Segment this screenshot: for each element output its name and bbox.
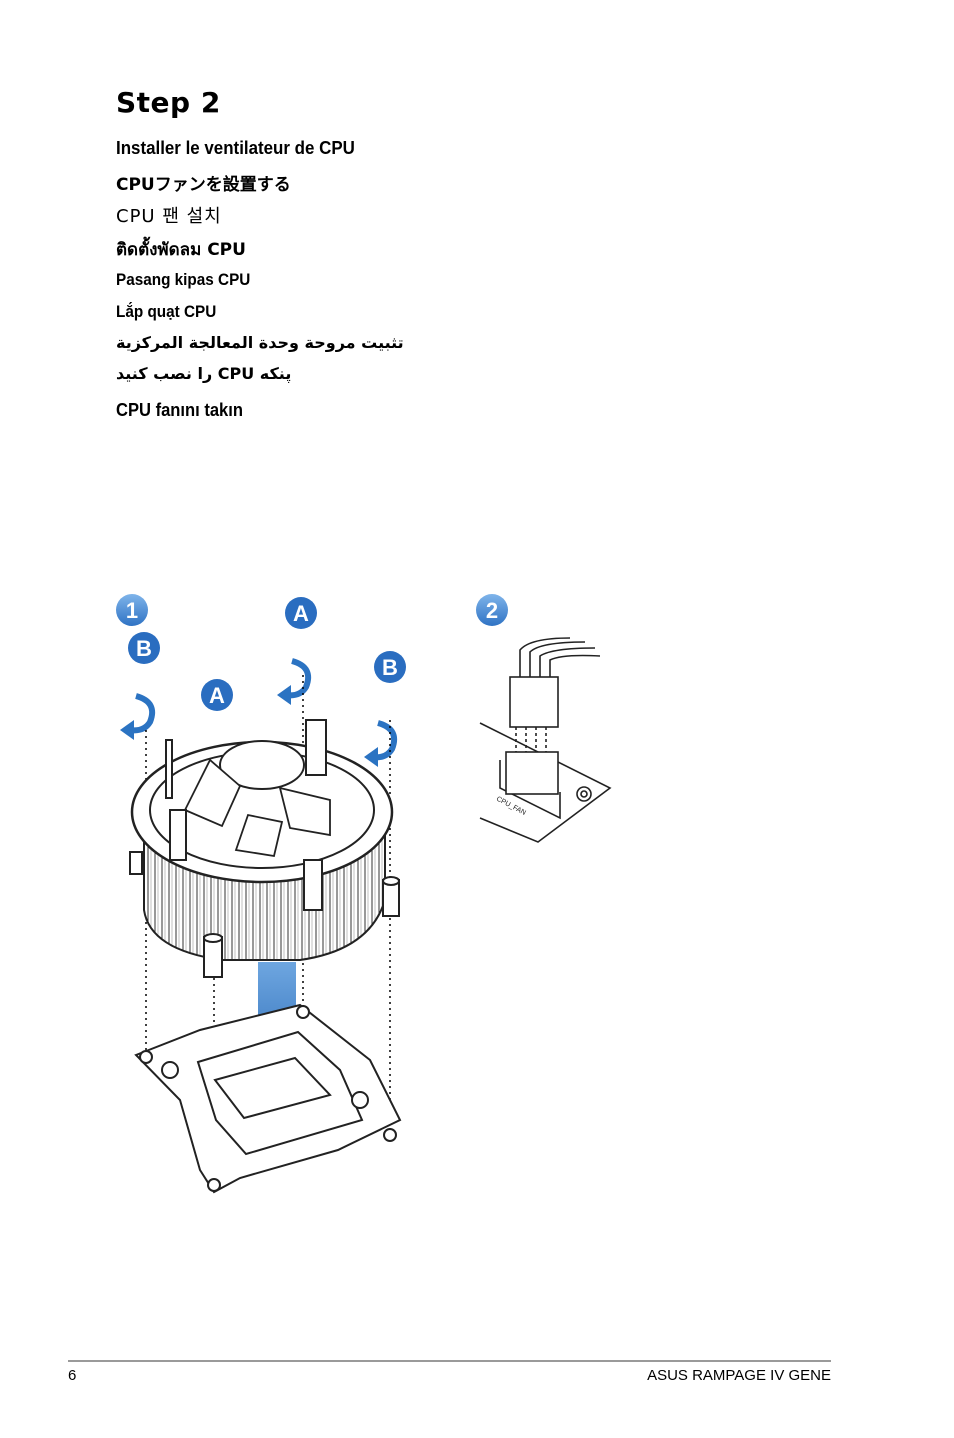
instruction-persian: پنکه CPU را نصب کنید <box>116 364 292 383</box>
instruction-japanese: CPUファンを設置する <box>116 175 291 195</box>
instruction-french: Installer le ventilateur de CPU <box>116 138 355 158</box>
instruction-thai: ติดตั้งพัดลม CPU <box>116 240 246 260</box>
rotate-arrow-icon <box>277 658 312 705</box>
footer-divider <box>68 1360 831 1362</box>
svg-text:2: 2 <box>486 598 498 623</box>
svg-text:A: A <box>293 601 309 626</box>
cpu-fan-installation-illustration: 1 2 A B B A <box>116 594 612 1194</box>
instruction-korean: CPU 팬 설치 <box>116 206 222 227</box>
step-2-badge: 2 <box>476 594 508 626</box>
step-title: Step 2 <box>116 86 221 119</box>
rotate-arrow-icon <box>364 720 398 767</box>
instruction-vietnamese: Lắp quạt CPU <box>116 302 217 321</box>
svg-text:A: A <box>209 683 225 708</box>
cpu-fan-header-diagram <box>479 637 612 843</box>
svg-text:B: B <box>136 636 152 661</box>
svg-text:B: B <box>382 655 398 680</box>
instruction-turkish: CPU fanını takın <box>116 400 243 420</box>
cpu-cooler <box>129 719 400 978</box>
cpu-socket <box>134 1003 402 1194</box>
badge-b-left: B <box>128 632 160 664</box>
instruction-indonesian: Pasang kipas CPU <box>116 270 251 289</box>
badge-a-top: A <box>285 597 317 629</box>
document-name: ASUS RAMPAGE IV GENE <box>647 1367 831 1384</box>
svg-text:1: 1 <box>126 598 138 623</box>
page-number: 6 <box>68 1367 77 1384</box>
step-1-badge: 1 <box>116 594 148 626</box>
badge-a-left: A <box>201 679 233 711</box>
instruction-arabic: تثبيت مروحة وحدة المعالجة المركزية <box>116 333 404 352</box>
rotate-arrow-icon <box>120 693 156 740</box>
badge-b-right: B <box>374 651 406 683</box>
